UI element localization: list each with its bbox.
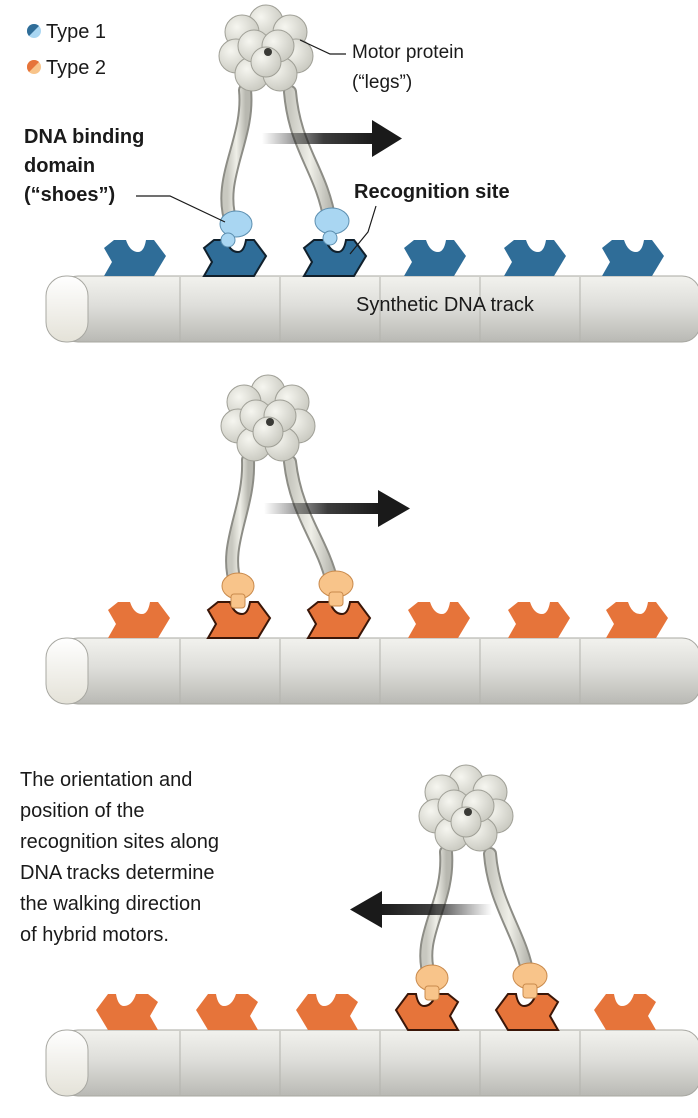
caption-line6: of hybrid motors.	[20, 924, 169, 946]
motor-legs	[225, 453, 339, 592]
panel-1-type1-motor: Motor protein (“legs”) DNA binding domai…	[24, 4, 698, 343]
dna-binding-shoes	[415, 962, 548, 1001]
motor-head	[218, 4, 314, 92]
half-orange-circle-icon	[27, 60, 41, 74]
dna-binding-label-line3: (“shoes”)	[24, 184, 115, 206]
caption-line1: The orientation and	[20, 769, 192, 791]
motor-protein-sublabel: (“legs”)	[352, 72, 412, 93]
legend-type2-label: Type 2	[46, 57, 106, 79]
arrow-icon	[350, 891, 492, 928]
recognition-sites	[104, 239, 664, 277]
dna-binding-label-line1: DNA binding	[24, 126, 144, 148]
legend: Type 1 Type 2	[27, 21, 106, 79]
motor-legs	[220, 83, 337, 232]
dna-binding-shoes	[219, 207, 350, 248]
dna-binding-shoes	[221, 570, 354, 609]
motor-legs	[419, 845, 535, 985]
panel-3-reversed-motor: The orientation and position of the reco…	[20, 764, 698, 1097]
recognition-sites	[108, 601, 668, 639]
panel-2-type2-motor	[45, 374, 698, 705]
legend-type1-label: Type 1	[46, 21, 106, 43]
motor-protein-label: Motor protein	[352, 42, 464, 63]
caption-line3: recognition sites along	[20, 831, 219, 853]
recognition-sites	[96, 993, 656, 1031]
dna-binding-label-line2: domain	[24, 155, 95, 177]
half-blue-circle-icon	[27, 24, 41, 38]
caption-line2: position of the	[20, 800, 145, 822]
caption-line5: the walking direction	[20, 893, 201, 915]
motor-head	[220, 374, 316, 462]
dna-track-label: Synthetic DNA track	[356, 294, 535, 316]
caption-line4: DNA tracks determine	[20, 862, 215, 884]
dna-track	[45, 637, 698, 705]
dna-track	[45, 275, 698, 343]
dna-track	[45, 1029, 698, 1097]
caption: The orientation and position of the reco…	[20, 769, 219, 946]
motor-head	[418, 764, 514, 852]
arrow-icon	[262, 120, 402, 157]
recognition-site-label: Recognition site	[354, 181, 510, 203]
arrow-icon	[264, 490, 410, 527]
